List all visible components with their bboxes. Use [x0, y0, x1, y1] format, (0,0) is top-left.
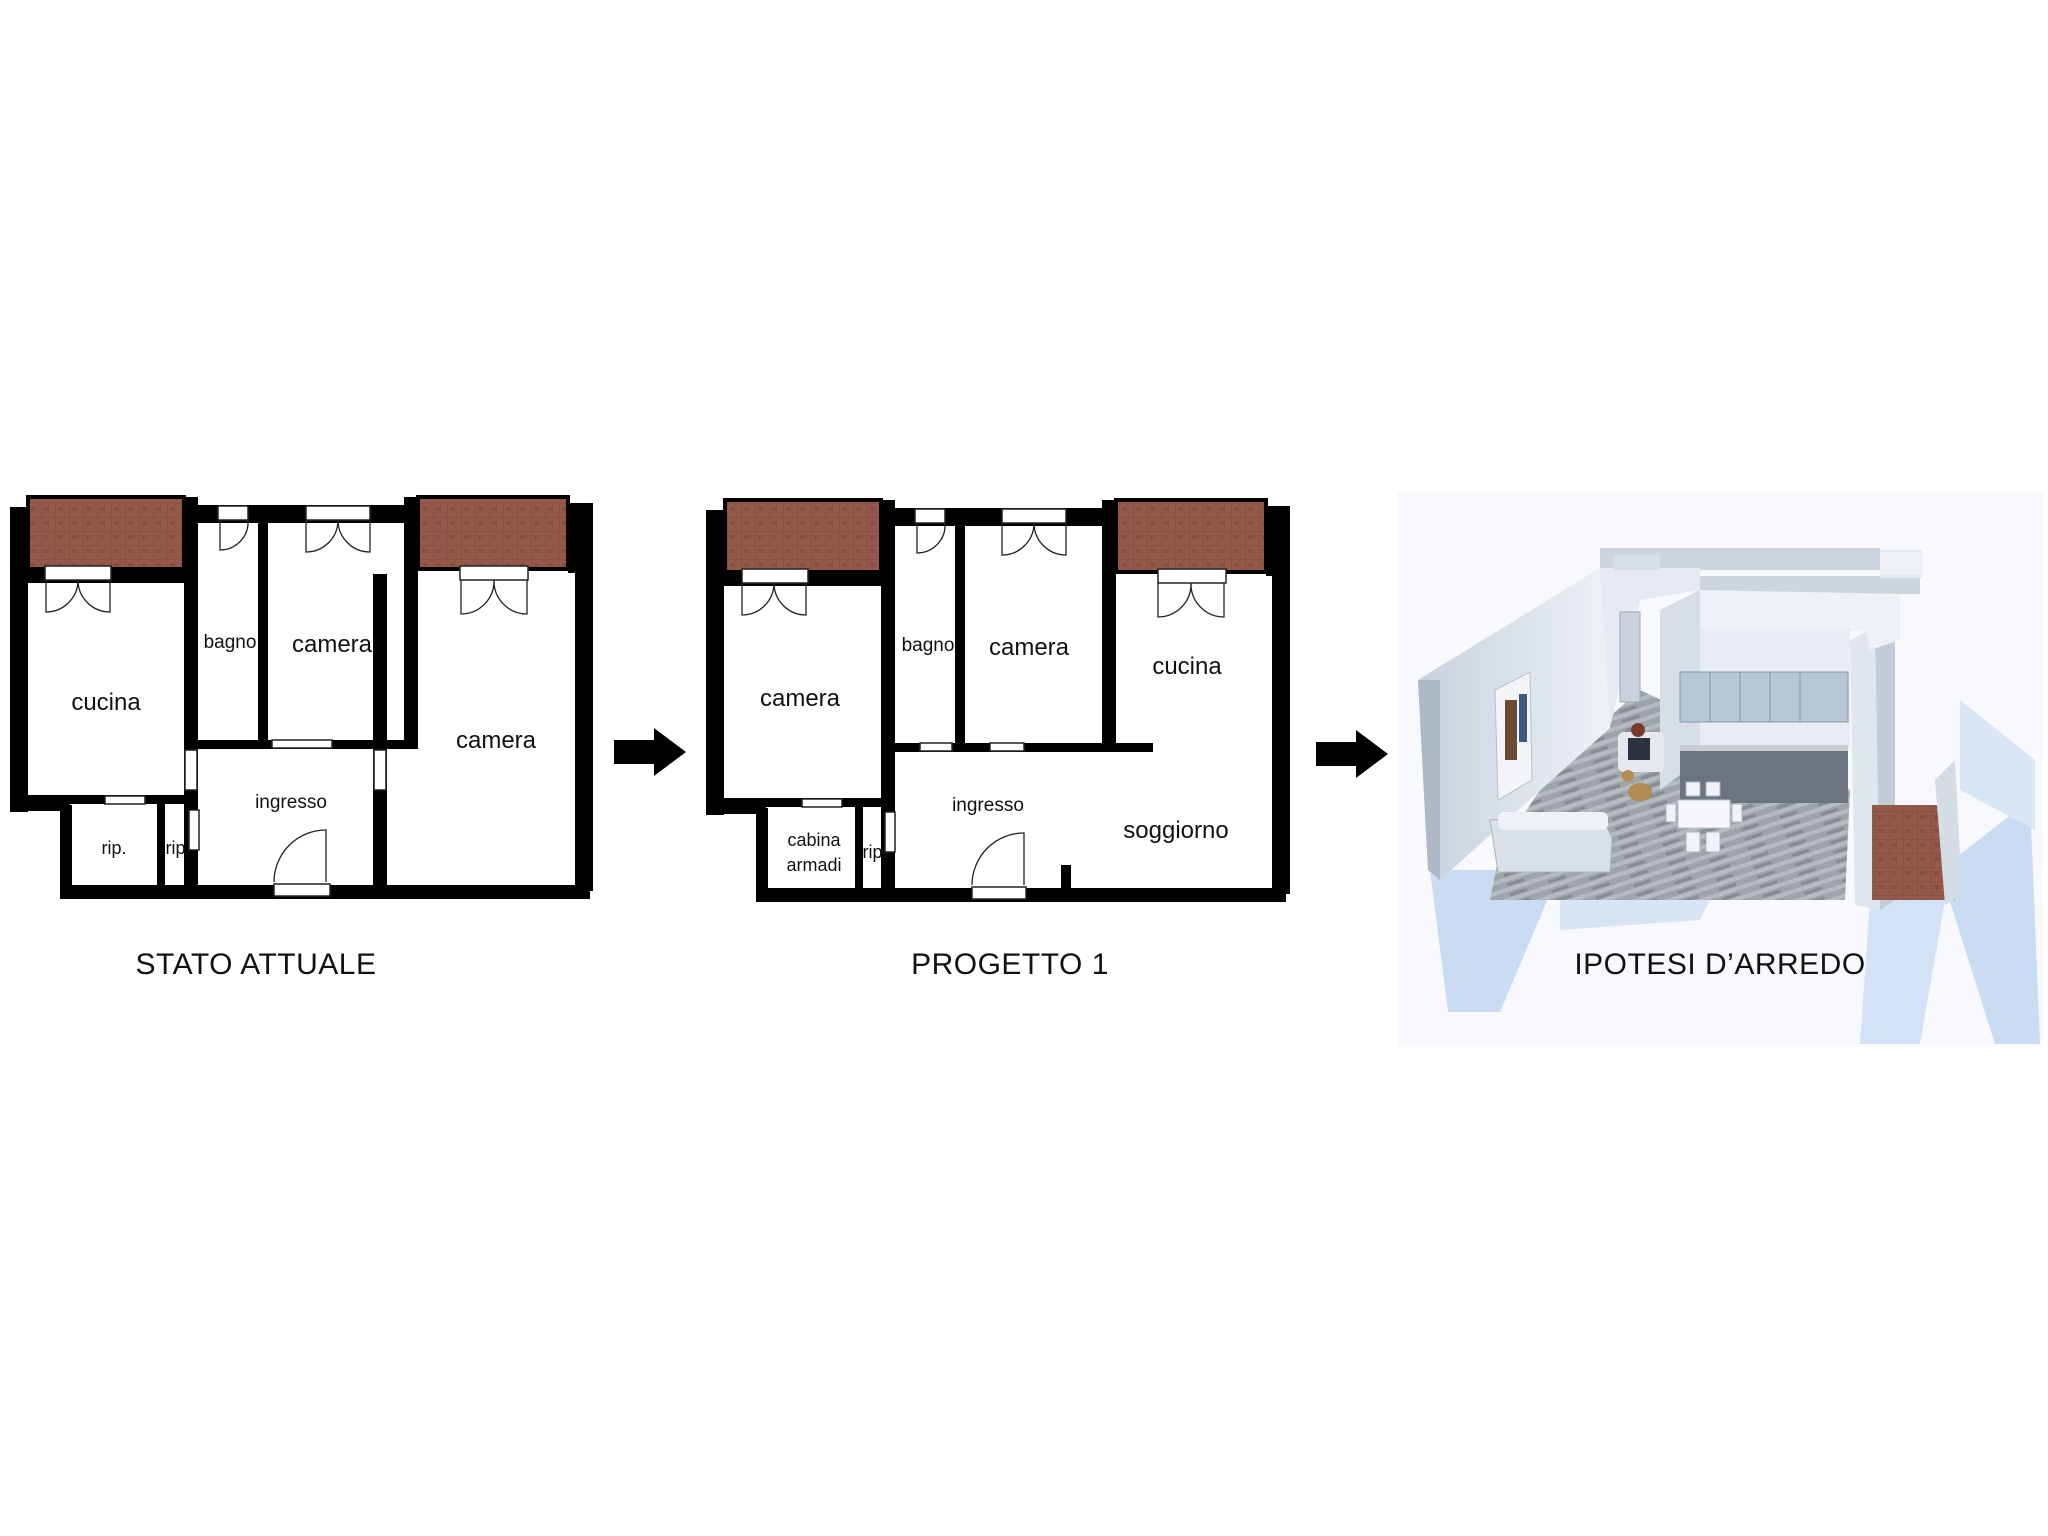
- room-label-ingresso: ingresso: [255, 792, 327, 813]
- furnishing-render: IPOTESI D’ARREDO: [1398, 492, 2043, 1047]
- plan-project: camera bagno camera cucina ingresso sogg…: [706, 498, 1290, 981]
- balcony-right: [416, 495, 570, 571]
- door-swings-project: [741, 522, 1225, 886]
- render-balcony: [1872, 805, 1955, 900]
- room-label-rip: rip.: [101, 838, 126, 858]
- plan-caption: STATO ATTUALE: [136, 948, 377, 981]
- room-label-ingresso: ingresso: [952, 795, 1024, 816]
- door-swings-current: [45, 519, 528, 883]
- room-label-cabina-armadi: armadi: [786, 855, 841, 875]
- room-label-rip: rip.: [862, 842, 887, 862]
- room-label-soggiorno: soggiorno: [1123, 817, 1228, 844]
- room-label-camera: camera: [760, 685, 841, 712]
- kitchen-wall-cabinets: [1679, 671, 1849, 723]
- room-label-camera: camera: [456, 727, 537, 754]
- render-caption: IPOTESI D’ARREDO: [1574, 948, 1865, 981]
- kitchen-base-cabinets: [1680, 745, 1848, 803]
- plan-current: cucina bagno camera camera ingresso rip.…: [10, 495, 593, 981]
- room-label-bagno: bagno: [204, 632, 257, 653]
- balcony-left: [723, 498, 883, 574]
- room-label-cucina: cucina: [1152, 653, 1222, 680]
- room-label-cucina: cucina: [71, 689, 141, 716]
- plan-caption: PROGETTO 1: [911, 948, 1109, 981]
- render-dining-table: [1677, 799, 1731, 829]
- room-label-bagno: bagno: [902, 635, 955, 656]
- arrow-right-icon: [614, 728, 686, 776]
- balcony-right: [1114, 498, 1268, 574]
- balcony-left: [26, 495, 186, 571]
- room-label-rip: rip.: [165, 838, 190, 858]
- arrow-right-icon: [1316, 730, 1388, 778]
- room-label-camera: camera: [292, 631, 373, 658]
- room-label-cabina-armadi: cabina: [787, 830, 841, 850]
- room-label-camera: camera: [989, 634, 1070, 661]
